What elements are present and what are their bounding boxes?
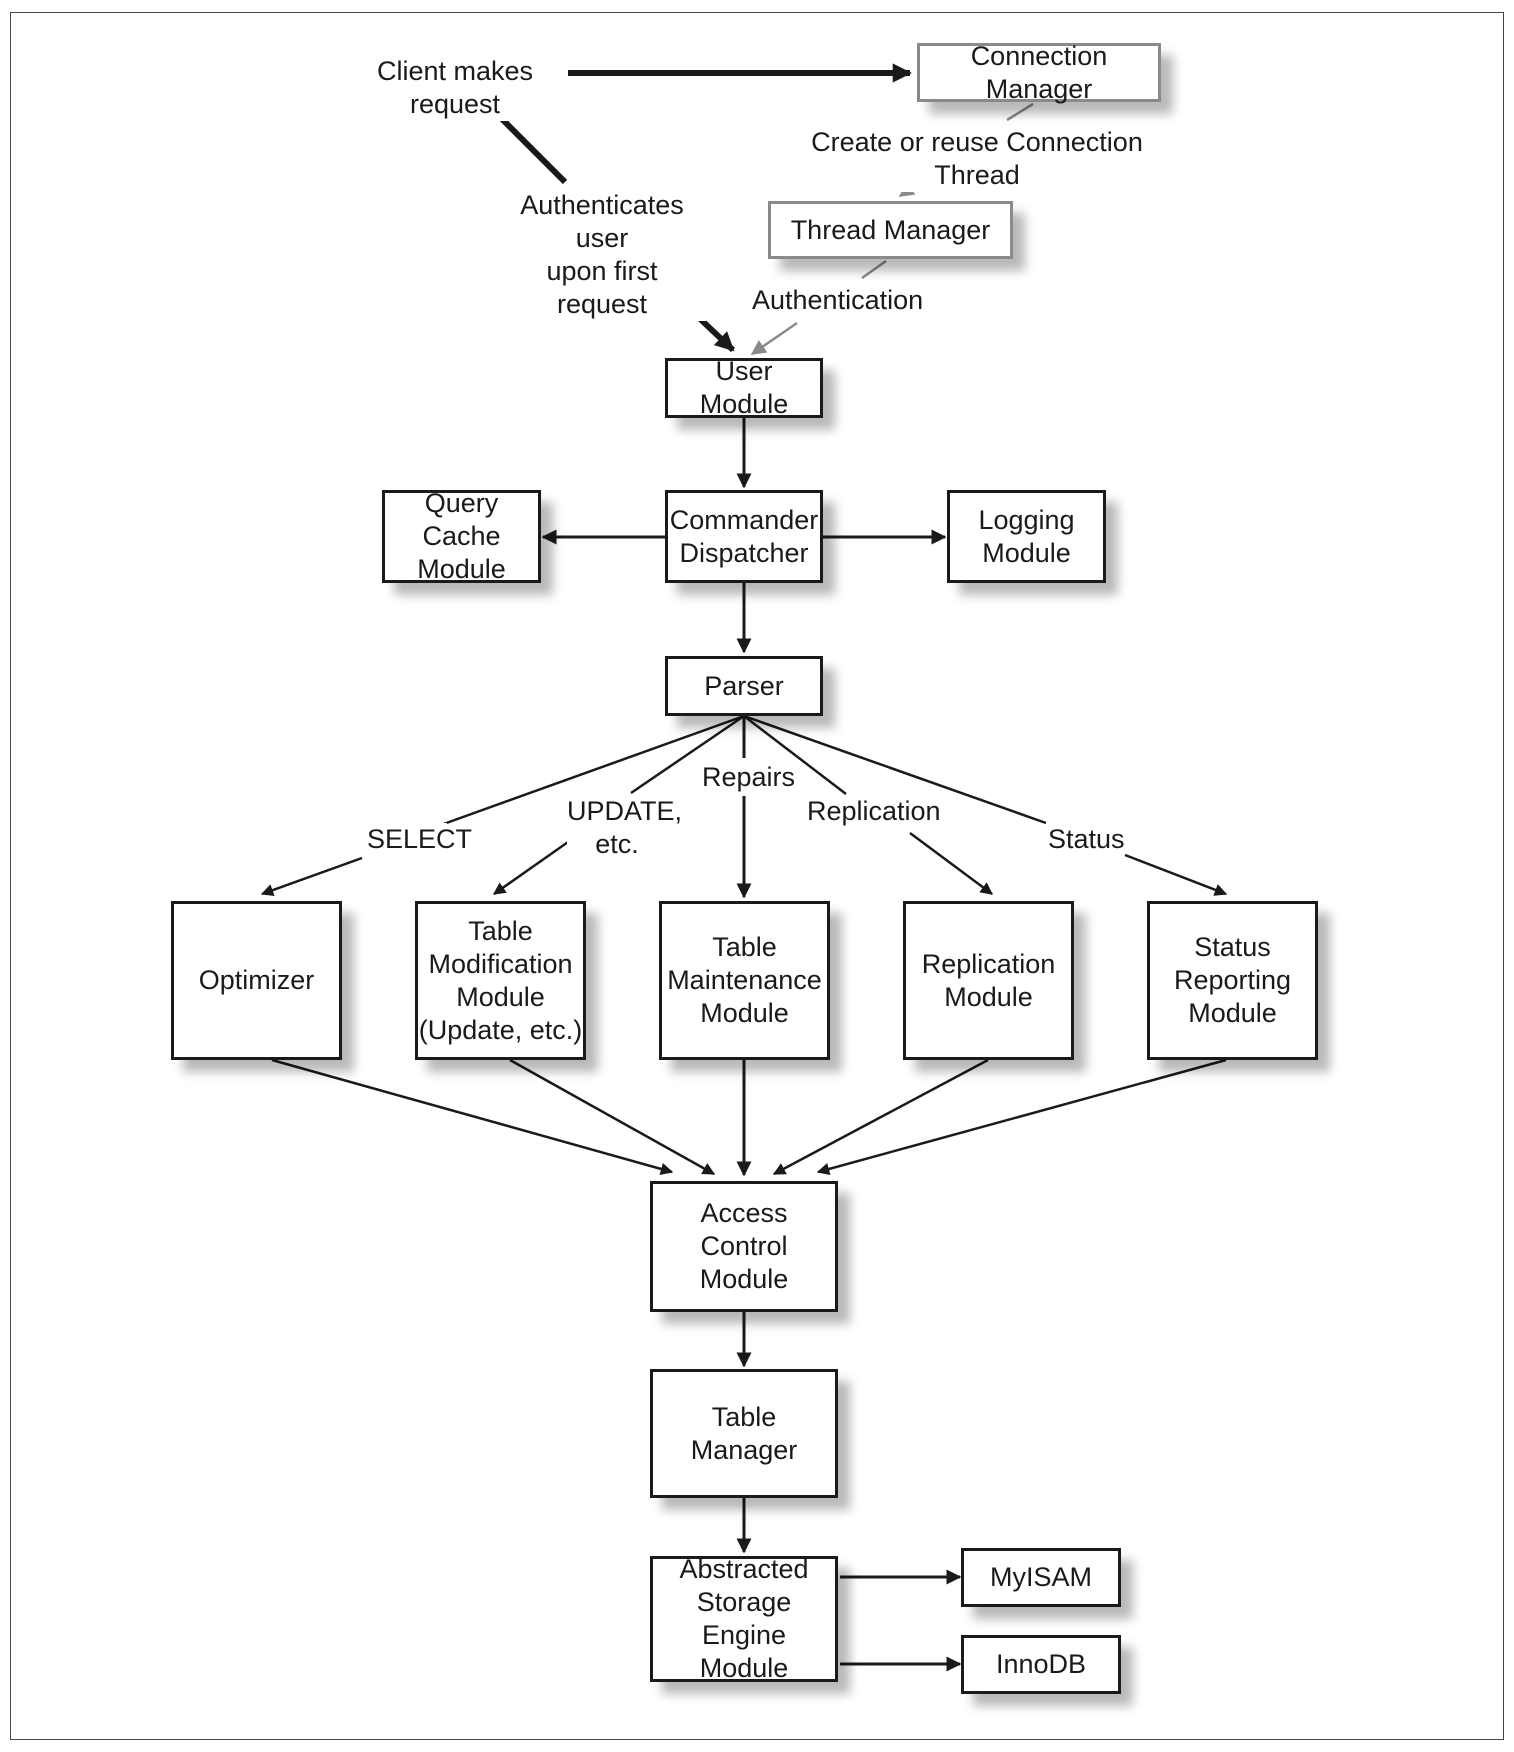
diagram-frame — [10, 12, 1504, 1740]
parser-box: Parser — [665, 656, 823, 716]
connection-manager-box: Connection Manager — [917, 41, 1161, 104]
thread-manager-box: Thread Manager — [768, 201, 1013, 259]
label-update-etc: UPDATE, etc. — [567, 795, 683, 861]
commander-dispatcher-box: Commander Dispatcher — [665, 490, 823, 583]
table-manager-box: Table Manager — [650, 1369, 838, 1498]
table-maintenance-module-box: Table Maintenance Module — [659, 901, 830, 1060]
edge-update-to-table-modification — [492, 840, 569, 896]
edge-auth-to-user-module — [750, 321, 798, 356]
edge-status-to-reporting — [1124, 853, 1228, 896]
logging-module-box: Logging Module — [947, 490, 1106, 583]
label-status: Status — [1048, 823, 1125, 856]
abstracted-storage-engine-module-box: Abstracted Storage Engine Module — [650, 1554, 838, 1683]
edge-status-to-access — [816, 1058, 1227, 1176]
edge-optimizer-to-access — [271, 1058, 674, 1175]
myisam-box: MyISAM — [961, 1548, 1121, 1607]
query-cache-module-box: Query Cache Module — [382, 488, 541, 584]
label-select: SELECT — [367, 823, 473, 856]
edge-parser-to-update-label — [630, 714, 745, 795]
label-authentication: Authentication — [752, 284, 924, 317]
edge-select-to-optimizer — [260, 856, 363, 897]
label-repairs: Repairs — [702, 761, 796, 794]
edge-parser-to-replication-label — [743, 715, 847, 795]
replication-module-box: Replication Module — [903, 901, 1074, 1060]
status-reporting-module-box: Status Reporting Module — [1147, 901, 1318, 1060]
edge-conn-manager-to-create — [1006, 102, 1034, 122]
label-replication: Replication — [807, 795, 941, 828]
label-authenticates-user: Authenticates user upon first request — [498, 189, 706, 321]
edge-table-mod-to-access — [509, 1058, 716, 1176]
access-control-module-box: Access Control Module — [650, 1181, 838, 1312]
edge-parser-to-status-label — [743, 714, 1047, 825]
edge-replication-to-access — [772, 1058, 989, 1176]
user-module-box: User Module — [665, 356, 823, 419]
label-client-makes-request: Client makes request — [348, 55, 562, 121]
edge-thread-manager-to-auth — [861, 259, 887, 280]
edge-replication-to-module — [909, 831, 994, 896]
optimizer-box: Optimizer — [171, 901, 342, 1060]
table-modification-module-box: Table Modification Module (Update, etc.) — [415, 901, 586, 1060]
edge-parser-to-select-label — [437, 714, 745, 828]
label-create-or-reuse: Create or reuse Connection Thread — [802, 126, 1152, 192]
innodb-box: InnoDB — [961, 1635, 1121, 1694]
